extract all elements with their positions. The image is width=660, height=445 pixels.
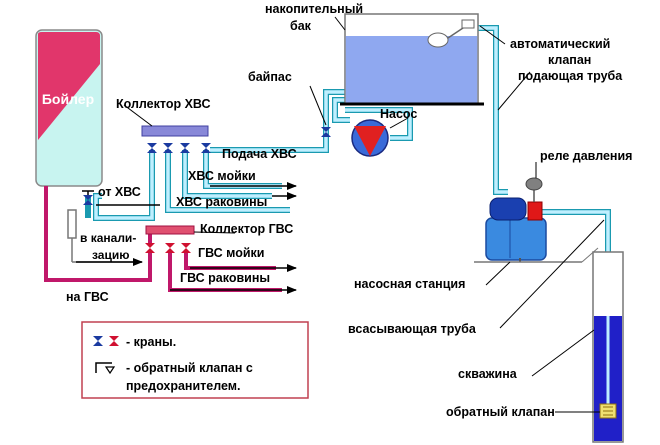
pressure-relay-label: реле давления [540, 149, 632, 163]
bypass-label: байпас [248, 70, 292, 84]
sewer-label-line1: в канали- [80, 231, 136, 245]
pump-label: Насос [380, 107, 417, 121]
storage-tank [340, 13, 484, 106]
tap-valve-icon [165, 243, 175, 253]
hot-manifold-taps [145, 243, 191, 253]
supply-pipe-label: подающая труба [518, 69, 623, 83]
labels: накопительный бак автоматический клапан … [66, 2, 632, 419]
check-valve-icon [95, 362, 116, 375]
to-hot-label: на ГВС [66, 290, 109, 304]
hot-manifold [145, 225, 195, 235]
auto-valve-label-line1: автоматический [510, 37, 610, 51]
pump-icon [351, 119, 389, 157]
cold-manifold-label: Коллектор ХВС [116, 97, 211, 111]
tap-valve-icon [163, 143, 173, 153]
from-cold-label: от ХВС [98, 185, 141, 199]
cold-manifold-taps [147, 143, 211, 153]
pressure-relay [525, 177, 543, 202]
tap-valve-icon [145, 243, 155, 253]
tap-valve-icon [147, 143, 157, 153]
tap-valve-icon [180, 143, 190, 153]
bypass-valve [321, 127, 331, 137]
output-arrows [76, 182, 297, 294]
hot-sink-label: ГВС мойки [198, 246, 264, 260]
tank-label-line1: накопительный [265, 2, 363, 16]
cold-feed-label: Подача ХВС [222, 147, 297, 161]
legend-check-label-line2: предохранителем. [126, 379, 241, 393]
legend-taps-label: - краны. [126, 335, 176, 349]
tap-valve-icon [109, 336, 119, 346]
boiler: Бойлер [35, 29, 103, 187]
pump-station-label: насосная станция [354, 277, 465, 291]
cold-sink-label: ХВС мойки [188, 169, 256, 183]
auto-valve-label-line2: клапан [548, 53, 591, 67]
legend-check-label-line1: - обратный клапан с [126, 361, 253, 375]
well-label: скважина [458, 367, 518, 381]
cold-manifold [141, 125, 209, 137]
boiler-label: Бойлер [42, 91, 94, 107]
check-valve-icon [82, 190, 94, 205]
hot-manifold-label: Коллектор ГВС [200, 222, 293, 236]
tap-valve-icon [201, 143, 211, 153]
tap-valve-icon [93, 336, 103, 346]
hot-basin-label: ГВС раковины [180, 271, 270, 285]
well [592, 251, 624, 443]
tank-label-line2: бак [290, 19, 312, 33]
cold-basin-label: ХВС раковины [176, 195, 267, 209]
check-valve-label: обратный клапан [446, 405, 555, 419]
legend: - краны. - обратный клапан с предохранит… [81, 321, 309, 399]
tap-valve-icon [181, 243, 191, 253]
leader-lines [123, 16, 605, 413]
pump-station [474, 197, 599, 263]
sewer-label-line2: зацию [92, 248, 129, 262]
suction-pipe-label: всасывающая труба [348, 322, 477, 336]
